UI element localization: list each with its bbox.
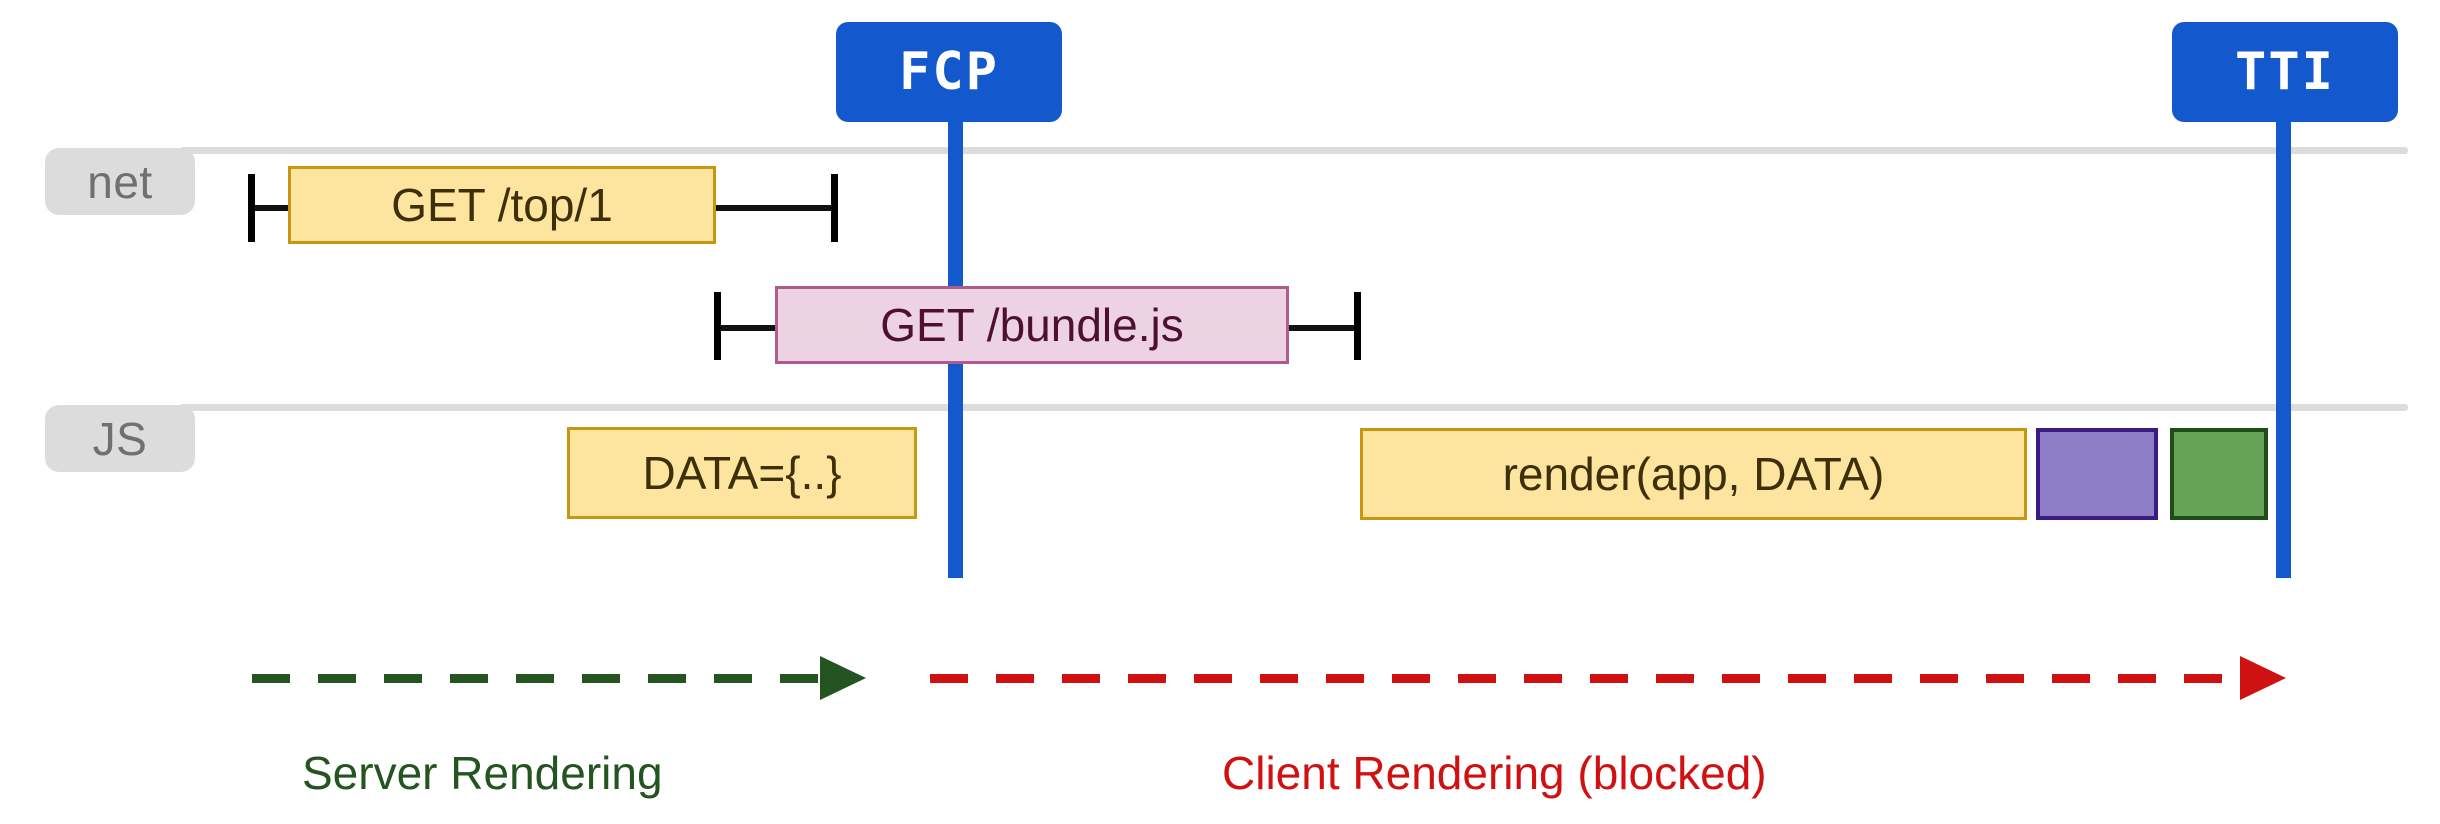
client-phase-dashes [930,674,2242,683]
server-phase-dashes [252,674,824,683]
tti-marker-label: TTI [2235,42,2335,102]
bar-data-inline-label: DATA={..} [642,447,842,499]
get-bundle-whisker-cap-left [714,292,721,360]
track-label-net: net [45,148,195,215]
track-label-js: JS [45,405,195,472]
tti-marker-badge[interactable]: TTI [2172,22,2398,122]
get-top-whisker-cap-right [831,174,838,242]
fcp-marker-label: FCP [899,42,999,102]
client-phase-label: Client Rendering (blocked) [1222,747,1767,799]
bar-get-bundle[interactable]: GET /bundle.js [775,286,1289,364]
bar-get-bundle-label: GET /bundle.js [880,299,1184,351]
bar-green-task[interactable] [2170,428,2268,520]
server-phase-arrowhead [820,656,866,700]
js-track-baseline [180,404,2408,411]
bar-purple-task[interactable] [2036,428,2158,520]
net-track-baseline [180,147,2408,154]
tti-marker-line [2276,100,2291,578]
track-label-net-text: net [87,155,153,208]
bar-render-call[interactable]: render(app, DATA) [1360,428,2027,520]
server-phase-label: Server Rendering [302,747,663,799]
bar-render-call-label: render(app, DATA) [1502,448,1885,500]
bar-data-inline[interactable]: DATA={..} [567,427,917,519]
client-phase-arrowhead [2240,656,2286,700]
track-label-js-text: JS [92,412,148,465]
get-top-whisker-cap-left [248,174,255,242]
get-bundle-whisker-cap-right [1354,292,1361,360]
bar-get-top-label: GET /top/1 [391,179,613,231]
fcp-marker-badge[interactable]: FCP [836,22,1062,122]
bar-get-top[interactable]: GET /top/1 [288,166,716,244]
